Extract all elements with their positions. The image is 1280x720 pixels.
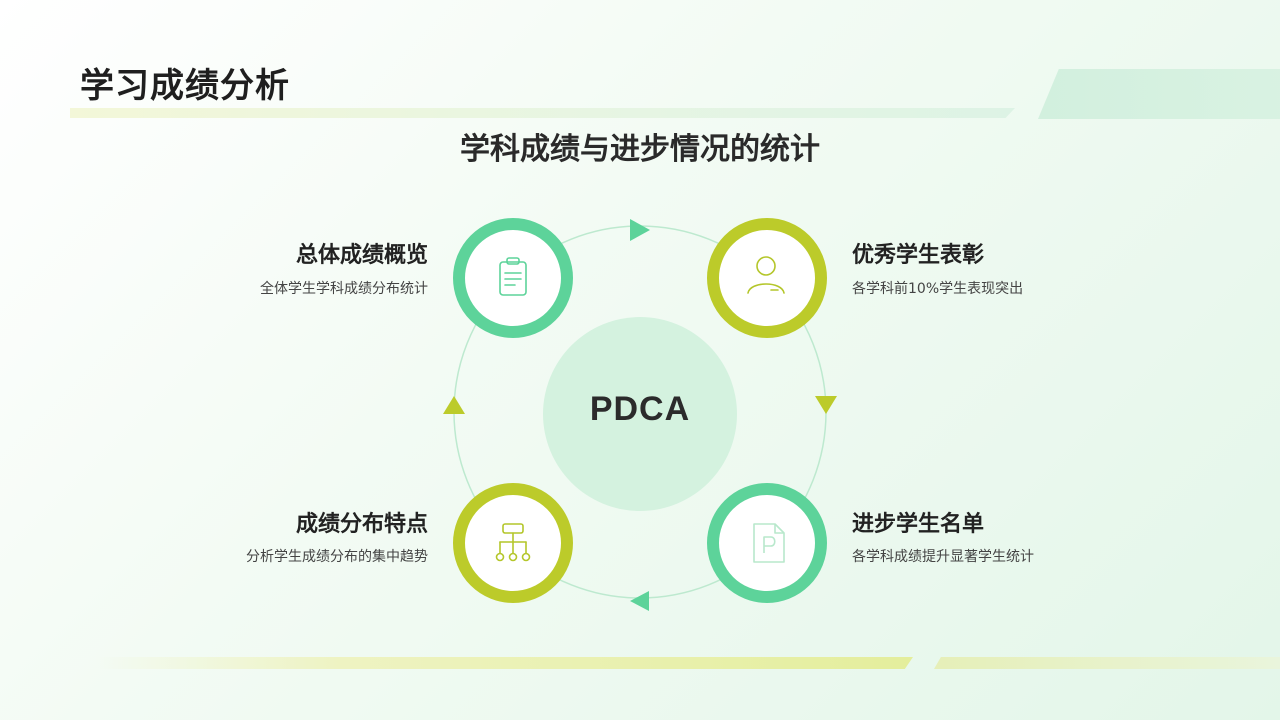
arrow-bottom-icon — [630, 591, 649, 611]
page-title: 学习成绩分析 — [80, 66, 290, 106]
step-desc-excellent: 各学科前10%学生表现突出 — [852, 281, 1024, 297]
step-title-distribution: 成绩分布特点 — [295, 512, 428, 537]
arrow-left-icon — [443, 396, 465, 414]
node-excellent — [707, 218, 827, 338]
arrow-top-icon — [630, 219, 650, 241]
step-title-excellent: 优秀学生表彰 — [852, 243, 985, 268]
step-title-overview: 总体成绩概览 — [295, 243, 428, 268]
step-desc-distribution: 分析学生成绩分布的集中趋势 — [246, 549, 428, 565]
bottom-decoration-bar-left — [95, 657, 913, 669]
diagram-subtitle: 学科成绩与进步情况的统计 — [460, 132, 820, 167]
clipboard-icon — [499, 257, 527, 296]
step-desc-progress: 各学科成绩提升显著学生统计 — [852, 549, 1034, 565]
title-underline — [70, 108, 1015, 118]
node-distribution — [453, 483, 573, 603]
step-desc-overview: 全体学生学科成绩分布统计 — [260, 281, 428, 297]
p-document-icon — [753, 523, 785, 563]
node-overview — [453, 218, 573, 338]
arrow-right-icon — [815, 396, 837, 414]
hierarchy-icon — [495, 523, 531, 562]
user-icon — [747, 256, 785, 294]
center-circle — [543, 317, 737, 511]
bottom-decoration-bar-right — [934, 657, 1280, 669]
step-title-progress: 进步学生名单 — [852, 512, 985, 537]
center-label: PDCA — [589, 390, 691, 428]
top-right-decoration-band — [1038, 69, 1280, 119]
node-progress — [707, 483, 827, 603]
